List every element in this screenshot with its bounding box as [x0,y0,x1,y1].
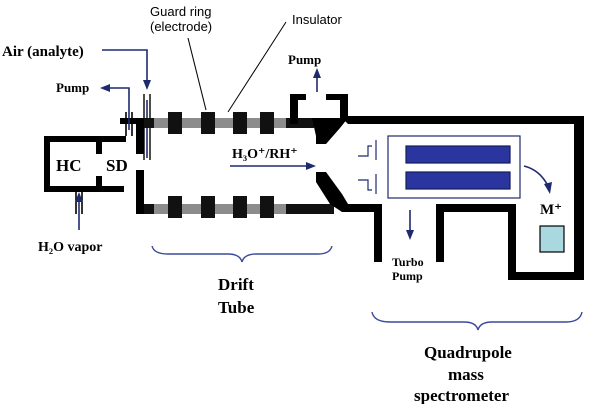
detector [539,225,565,253]
turbo-label-line2: Pump [392,269,423,283]
quad-label-line3: spectrometer [414,386,509,404]
drift-tube-brace [151,245,333,263]
drift-bottom-seg-0 [144,204,154,214]
source-chamber: HC SD H₂O vapor Pump Air (analyte) [2,44,151,255]
drift-bottom-right [286,204,334,214]
quadrupole-frame [387,135,521,199]
top-pump-label: Pump [288,52,321,67]
ms-brace [371,311,583,331]
guard-ring-leader [187,37,207,111]
guard-ring-top-3 [233,112,247,134]
ion-lens-upper-a [358,145,372,157]
section-labels: Drift Tube Quadrupole mass spectrometer [151,245,583,404]
drift-label-line2: Tube [218,298,255,317]
guard-ring-top-1 [168,112,182,134]
insulator-leader [227,21,287,113]
guard-ring-bottom-4 [260,196,274,218]
analyte-arrow-shaft [102,49,148,82]
guard-ring-label-line2: (electrode) [150,19,212,34]
hc-label: HC [56,156,82,175]
analyte-arrow-head [143,80,151,90]
h2o-vapor-label: H₂O vapor [38,240,102,255]
top-pump-port-right [340,94,348,118]
ion-label: H₃O⁺/RH⁺ [232,147,298,162]
ion-lens-lower-a [358,179,372,191]
hc-sd-divider-top [96,136,102,154]
guard-ring-bottom-1 [168,196,182,218]
drift-end-lower-plate [316,172,348,204]
ms-right-wall [574,116,584,276]
mass-spectrometer: M⁺ Turbo Pump [330,116,584,283]
left-pump-arrow-shaft [108,87,130,130]
turbo-arrow-head [406,230,414,240]
h2o-arrow-head [75,192,83,202]
detector-chamber-left-wall [508,204,516,280]
top-pump-port-cap [290,94,306,100]
air-analyte-label: Air (analyte) [2,44,84,60]
guard-ring-bottom-3 [233,196,247,218]
sd-corner [120,136,126,142]
quadrupole-rod-upper [405,145,511,164]
top-pump-arrow-head [313,68,321,78]
m-plus-arrow-head [544,182,552,194]
sd-right-wall-top [136,118,144,154]
hc-sd-divider-bottom [96,176,102,192]
left-pump-arrow-head [100,84,110,92]
drift-tube: Pump H₃O⁺/RH⁺ [144,52,348,218]
quad-label-line2: mass [448,365,484,384]
hc-bottom-wall [44,186,124,192]
m-plus-arrow-shaft [523,165,549,187]
quadrupole-rod-lower [405,171,511,190]
insulator-label: Insulator [292,12,343,27]
left-pump-label: Pump [56,80,89,95]
turbo-label-line1: Turbo [392,255,424,269]
guard-ring-bottom-2 [201,196,215,218]
guard-ring-label-line1: Guard ring [150,4,211,19]
drift-end-upper-plate [312,118,348,144]
drift-callouts: Guard ring (electrode) Insulator [150,4,343,113]
m-plus-label: M⁺ [540,202,562,218]
guard-ring-top-2 [201,112,215,134]
hc-left-wall [44,136,50,192]
drift-top-seg-0 [144,118,154,128]
drift-top-insulator-band [144,118,290,128]
sd-right-wall-bottom [136,170,144,214]
drift-top-right [286,118,314,128]
top-pump-port-cap-right [326,94,348,100]
guard-ring-top-4 [260,112,274,134]
hc-top-wall [44,136,124,142]
quad-label-line1: Quadrupole [424,343,512,362]
turbo-port-left-wall [374,204,382,262]
detector-chamber-bottom-wall [508,272,584,280]
ion-arrow-head [306,162,316,170]
sd-label: SD [106,156,128,175]
top-pump-port-left [290,94,298,124]
ms-bottom-inner-wall [436,204,514,212]
drift-label-line1: Drift [218,275,254,294]
turbo-port-right-wall [436,204,444,262]
